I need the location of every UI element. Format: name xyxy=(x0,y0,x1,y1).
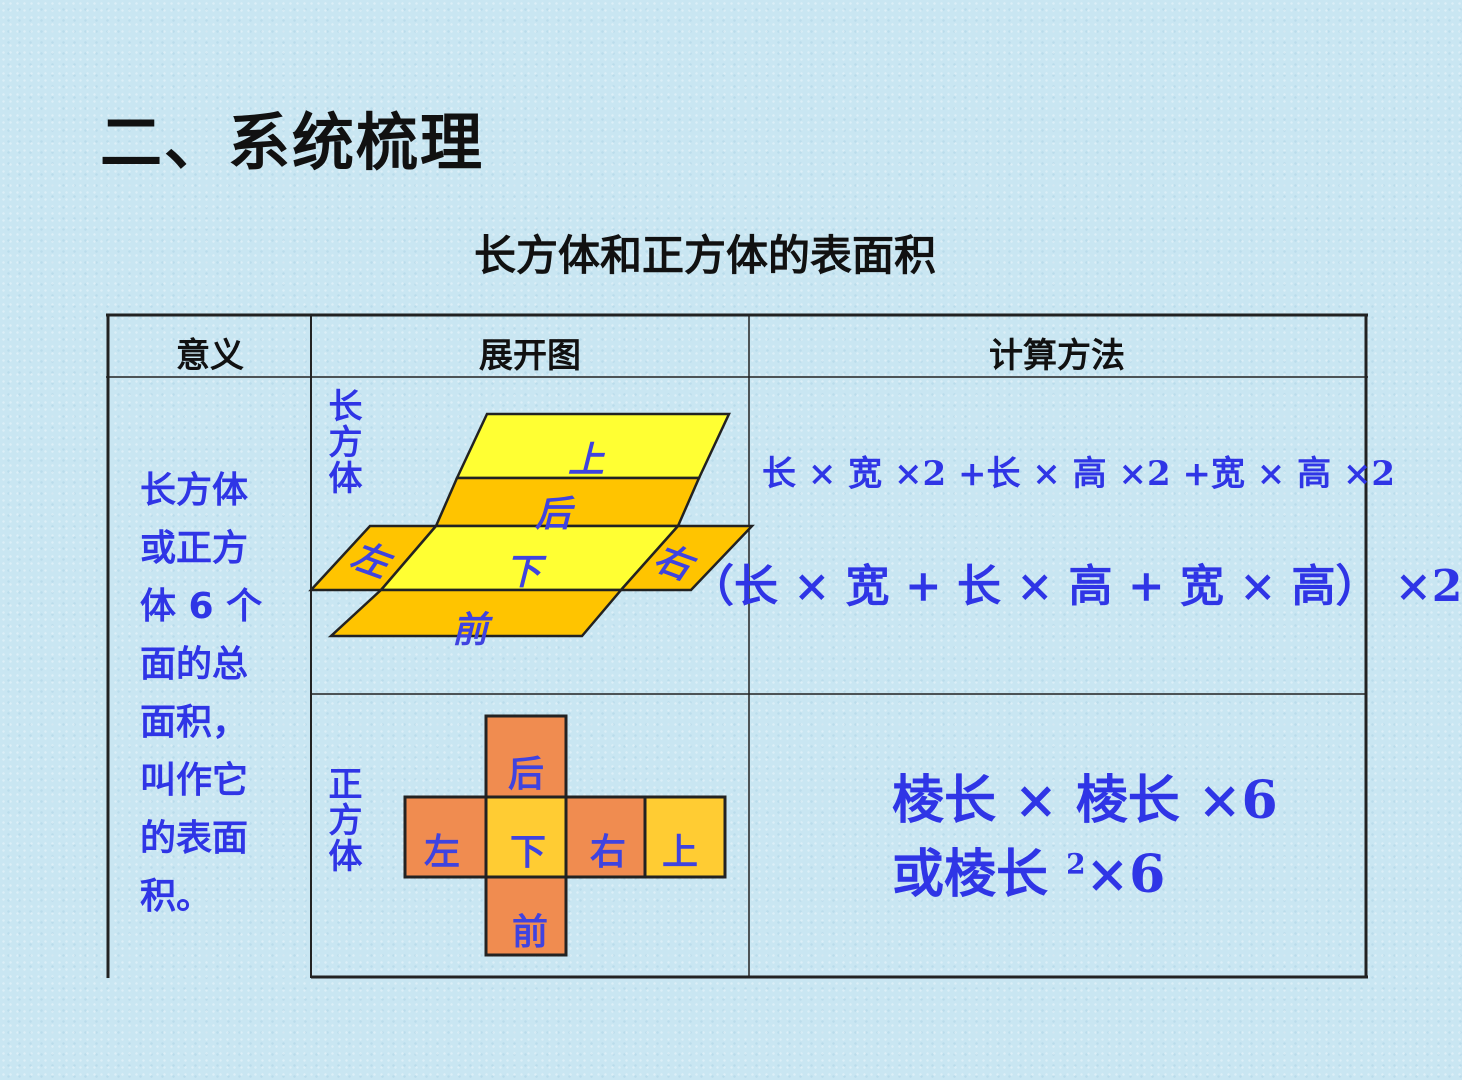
cube-face-right-label: 右 xyxy=(590,832,626,873)
column-header-net: 展开图 xyxy=(479,336,581,376)
cube-formula-line2: 或棱长 2×6 xyxy=(892,832,1165,907)
slide-subheading: 长方体和正方体的表面积 xyxy=(473,231,936,280)
cube-face-top xyxy=(643,795,727,879)
slide-heading: 二、系统梳理 xyxy=(100,106,485,179)
cube-formula-line2-suffix: ×6 xyxy=(1085,844,1166,905)
cube-label: 正方体 xyxy=(322,766,362,874)
cube-face-bottom-label: 下 xyxy=(510,832,546,873)
cube-formula-line2-exponent: 2 xyxy=(1066,847,1086,881)
cube-face-front-label: 前 xyxy=(512,912,548,953)
cube-formula-line2-prefix: 或棱长 xyxy=(892,844,1049,905)
column-header-method: 计算方法 xyxy=(989,336,1125,376)
cuboid-face-bottom-label: 下 xyxy=(505,552,547,593)
cuboid-face-front-label: 前 xyxy=(452,610,493,651)
cuboid-label: 长方体 xyxy=(322,388,362,496)
cube-face-left-label: 左 xyxy=(424,832,460,873)
cuboid-face-top-label: 上 xyxy=(568,440,606,481)
cuboid-formula-factored: （长 × 宽 + 长 × 高 + 宽 × 高） ×2 xyxy=(690,561,1462,612)
cube-formula-line1: 棱长 × 棱长 ×6 xyxy=(892,770,1278,831)
cube-face-back-label: 后 xyxy=(508,754,544,795)
cuboid-face-right xyxy=(618,524,755,592)
cube-face-top-label: 上 xyxy=(662,832,698,873)
meaning-text: 长方体或正方体 6 个面的总面积，叫作它的表面积。 xyxy=(140,470,263,917)
cuboid-face-back-label: 后 xyxy=(535,494,576,535)
cube-face-front xyxy=(484,875,568,957)
cube-face-right xyxy=(564,795,647,879)
cube-face-bottom xyxy=(484,795,568,879)
cuboid-formula-expanded: 长 × 宽 ×2 +长 × 高 ×2 +宽 × 高 ×2 xyxy=(762,454,1396,494)
column-header-meaning: 意义 xyxy=(176,336,244,376)
cuboid-face-front xyxy=(327,588,624,638)
